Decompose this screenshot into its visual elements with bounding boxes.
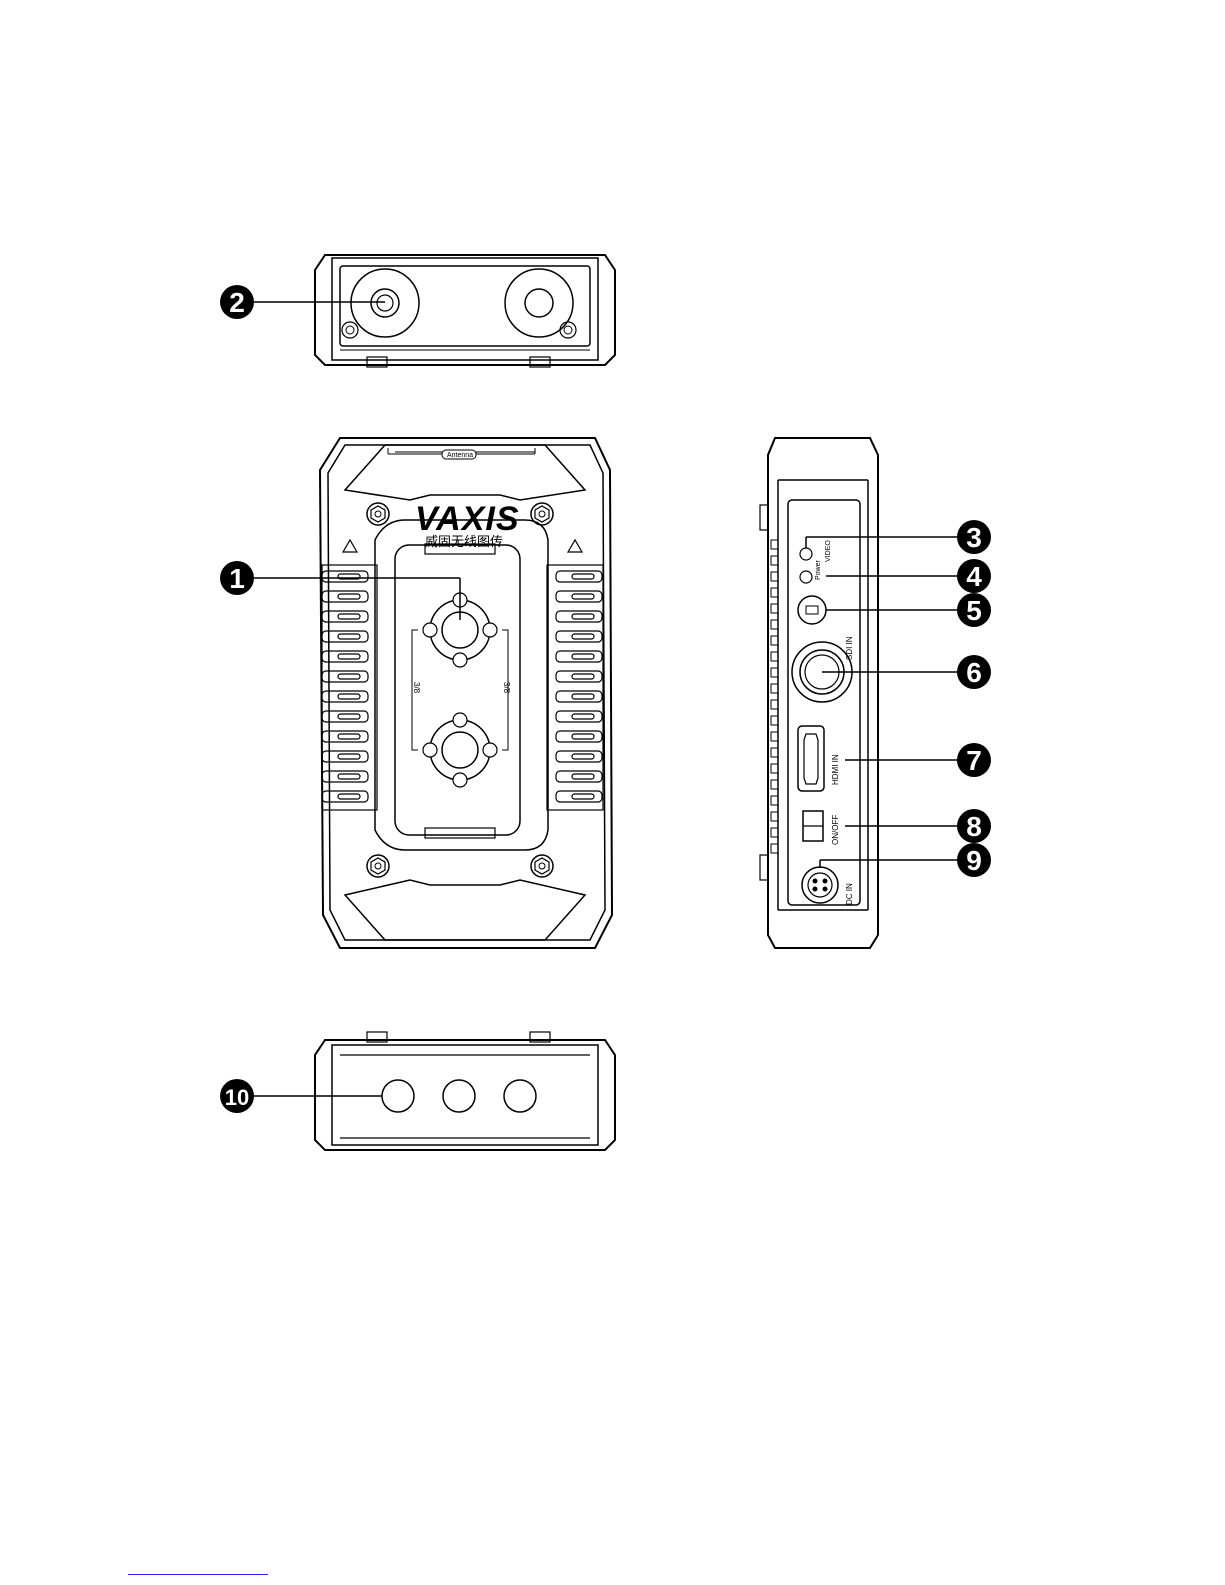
fin-groove (338, 614, 360, 619)
callout-3: 3 (957, 520, 991, 554)
fin-groove (572, 674, 594, 679)
callout-4-label: 4 (966, 561, 982, 592)
fin-slot (556, 631, 602, 642)
side-fin (771, 540, 778, 549)
mount-label-left: 3/8 (412, 682, 421, 694)
fin-groove (338, 794, 360, 799)
callout-10-label: 10 (225, 1085, 249, 1110)
side-fin (771, 828, 778, 837)
callout-9-label: 9 (966, 845, 982, 876)
side-fin (771, 588, 778, 597)
fin-groove (338, 654, 360, 659)
callout-1-label: 1 (229, 563, 245, 594)
callout-8-label: 8 (966, 811, 982, 842)
fin-slot (556, 771, 602, 782)
fin-slot (556, 651, 602, 662)
side-fin (771, 652, 778, 661)
top-view (315, 255, 615, 367)
side-fin (771, 668, 778, 677)
fin-groove (572, 714, 594, 719)
callout-3-label: 3 (966, 522, 982, 553)
fin-groove (572, 574, 594, 579)
fin-groove (338, 754, 360, 759)
fin-groove (338, 674, 360, 679)
footer-link-underline[interactable] (128, 1574, 268, 1575)
fin-slot (556, 591, 602, 602)
bottom-view (315, 1032, 615, 1150)
fin-slot (556, 571, 602, 582)
side-cooling-fins (771, 540, 778, 853)
brand-subtitle: 威固无线图传 (425, 535, 503, 550)
side-fin (771, 556, 778, 565)
callout-1: 1 (220, 561, 254, 595)
side-fin (771, 620, 778, 629)
side-fin (771, 732, 778, 741)
video-led-label: VIDEO (825, 540, 832, 562)
side-fin (771, 748, 778, 757)
fin-slot (556, 791, 602, 802)
side-fin (771, 572, 778, 581)
fin-slot (556, 711, 602, 722)
callout-2: 2 (220, 285, 254, 319)
on-off-label: ON/OFF (831, 815, 840, 845)
callout-4: 4 (957, 559, 991, 593)
side-fin (771, 812, 778, 821)
callout-7: 7 (957, 743, 991, 777)
sdi-in-label: SDI IN (845, 636, 854, 660)
fin-groove (338, 694, 360, 699)
side-fin (771, 764, 778, 773)
side-fin (771, 716, 778, 725)
fin-groove (572, 614, 594, 619)
fin-slot (556, 691, 602, 702)
fin-slot (556, 611, 602, 622)
fin-groove (572, 754, 594, 759)
fin-groove (572, 594, 594, 599)
side-fin (771, 636, 778, 645)
callout-5: 5 (957, 593, 991, 627)
side-fin (771, 844, 778, 853)
fin-groove (572, 734, 594, 739)
side-fin (771, 684, 778, 693)
fin-groove (338, 774, 360, 779)
dc-in-label: DC IN (845, 883, 854, 905)
fin-groove (572, 654, 594, 659)
antenna-label: Antenna (447, 452, 473, 459)
fin-groove (338, 714, 360, 719)
side-fin (771, 780, 778, 789)
callout-7-label: 7 (966, 745, 982, 776)
callout-6-label: 6 (966, 657, 982, 688)
callout-9: 9 (957, 843, 991, 877)
power-led-label: Power (815, 559, 822, 580)
fin-groove (572, 694, 594, 699)
fin-groove (338, 734, 360, 739)
fin-groove (572, 774, 594, 779)
fin-groove (338, 634, 360, 639)
fin-groove (572, 794, 594, 799)
fin-slot (556, 731, 602, 742)
side-fin (771, 700, 778, 709)
side-fin (771, 604, 778, 613)
callout-10: 10 (220, 1079, 254, 1113)
callout-8: 8 (957, 809, 991, 843)
side-fin (771, 796, 778, 805)
fin-groove (572, 634, 594, 639)
hdmi-in-label: HDMI IN (831, 754, 840, 785)
callout-2-label: 2 (229, 287, 245, 318)
callout-5-label: 5 (966, 595, 982, 626)
fin-slot (556, 751, 602, 762)
brand-logo: VAXIS (415, 500, 520, 538)
fin-groove (338, 594, 360, 599)
fin-slot (556, 671, 602, 682)
callout-6: 6 (957, 655, 991, 689)
mount-label-right: 3/8 (502, 682, 511, 694)
